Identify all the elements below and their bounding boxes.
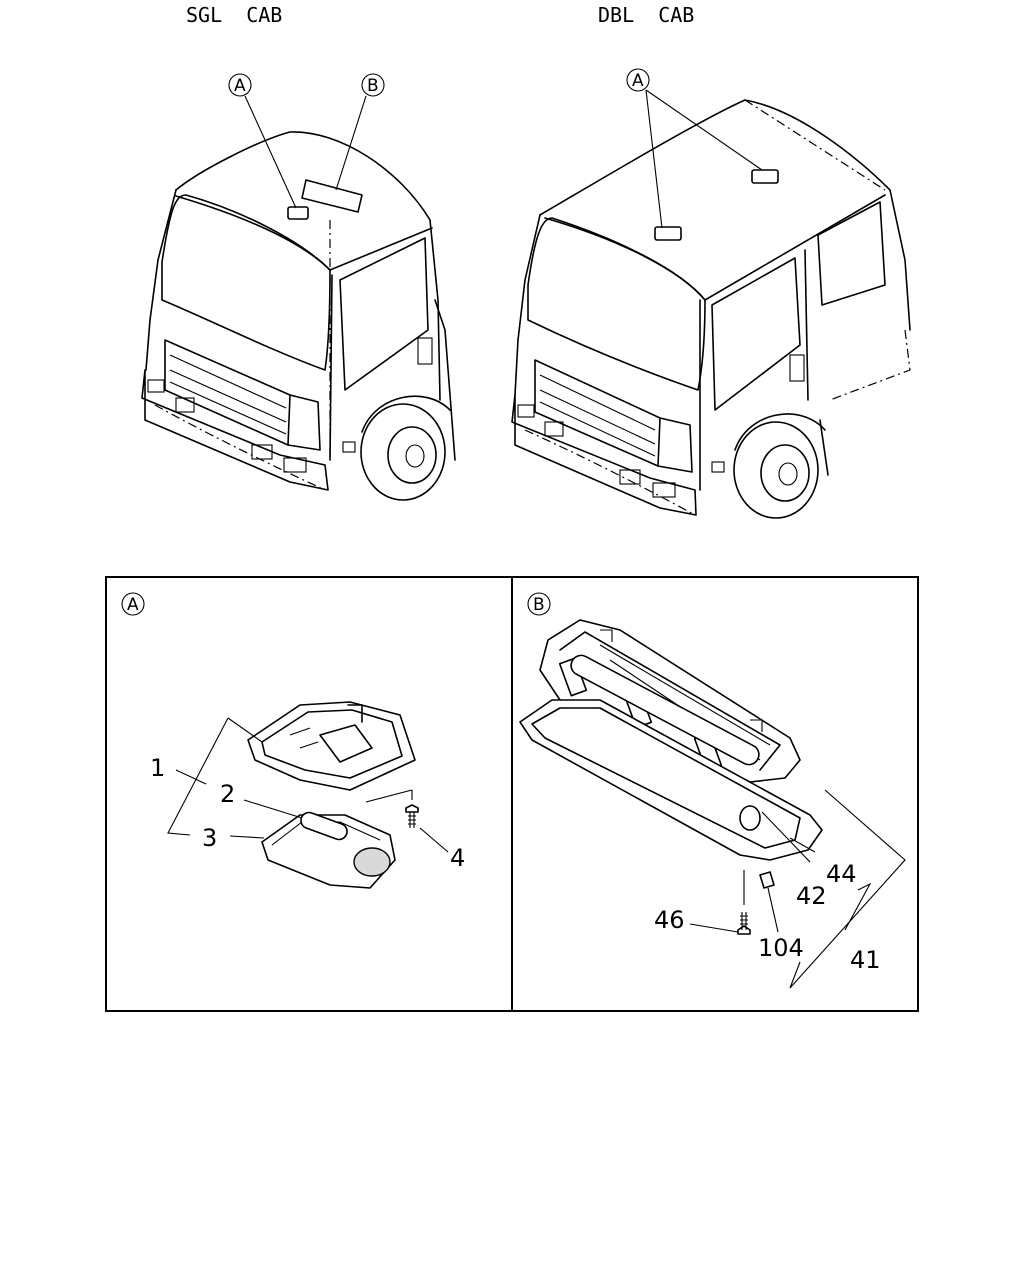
- double-cab-callout-a: A: [626, 68, 650, 92]
- svg-text:B: B: [367, 76, 379, 96]
- part-41-label: 41: [850, 946, 881, 974]
- svg-text:A: A: [234, 76, 246, 96]
- part-2-label: 2: [220, 780, 235, 808]
- part-3-label: 3: [202, 824, 217, 852]
- panel-b-marker: B: [527, 592, 551, 616]
- panel-a: A 1 2 3 4: [121, 592, 465, 889]
- single-cab-truck: [141, 95, 456, 501]
- panel-a-marker: A: [121, 592, 145, 616]
- part-44-label: 44: [826, 860, 857, 888]
- panel-b: B 44 42 46 104 41: [519, 592, 906, 989]
- single-cab-callout-a: A: [228, 73, 252, 97]
- svg-text:A: A: [127, 595, 139, 615]
- single-cab-callout-b: B: [361, 73, 385, 97]
- part-46-label: 46: [654, 906, 685, 934]
- part-1-label: 1: [150, 754, 165, 782]
- double-cab-truck: [511, 89, 911, 519]
- part-42-label: 42: [796, 882, 827, 910]
- svg-text:B: B: [533, 595, 545, 615]
- svg-text:A: A: [632, 71, 644, 91]
- double-cab-label: DBL CAB: [598, 3, 694, 27]
- part-104-label: 104: [758, 934, 804, 962]
- part-4-label: 4: [450, 844, 465, 872]
- single-cab-label: SGL CAB: [186, 3, 282, 27]
